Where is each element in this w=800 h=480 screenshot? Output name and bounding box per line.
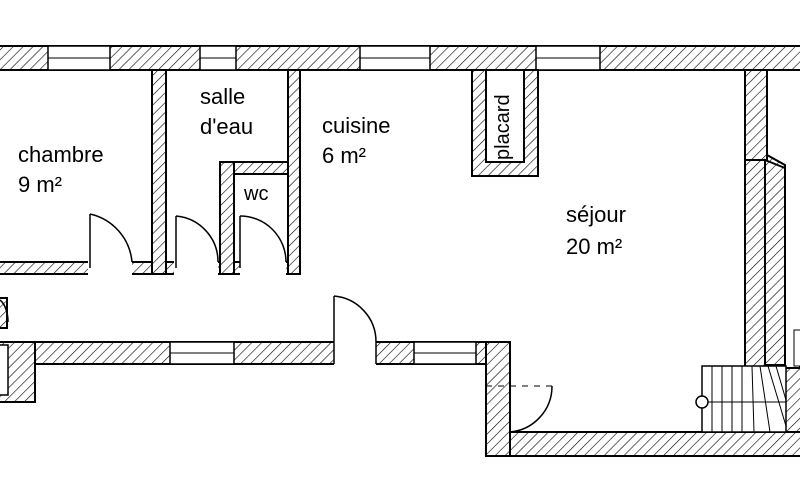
sejour-label: séjour xyxy=(566,202,626,227)
door-salle-eau xyxy=(175,215,219,268)
door-sejour-entry xyxy=(486,385,553,433)
chambre-label: chambre xyxy=(18,142,104,167)
right-wall-upper xyxy=(744,69,768,161)
cuisine-label: cuisine xyxy=(322,113,390,138)
chambre-area: 9 m² xyxy=(18,172,62,197)
placard-walls xyxy=(471,69,539,177)
sejour-area: 20 m² xyxy=(566,234,622,259)
placard-label: placard xyxy=(492,94,514,160)
staircase xyxy=(695,329,800,433)
chambre-salle-eau-wall xyxy=(151,69,167,275)
left-fixture xyxy=(0,344,9,396)
cuisine-area: 6 m² xyxy=(322,143,366,168)
bottom-exterior-wall xyxy=(485,431,800,457)
door-cuisine xyxy=(333,295,377,343)
door-left-fragment xyxy=(0,299,9,323)
salle-eau-label-2: d'eau xyxy=(200,114,253,139)
door-wc xyxy=(239,215,287,268)
right-wall-lower xyxy=(764,158,786,366)
wc-label: wc xyxy=(243,183,268,205)
wc-left-wall xyxy=(219,161,235,275)
salle-eau-cuisine-wall xyxy=(287,69,301,275)
door-chambre xyxy=(89,213,133,268)
sejour-left-wall xyxy=(485,341,511,457)
salle-eau-label-1: salle xyxy=(200,84,245,109)
left-edge-wall xyxy=(0,297,8,329)
